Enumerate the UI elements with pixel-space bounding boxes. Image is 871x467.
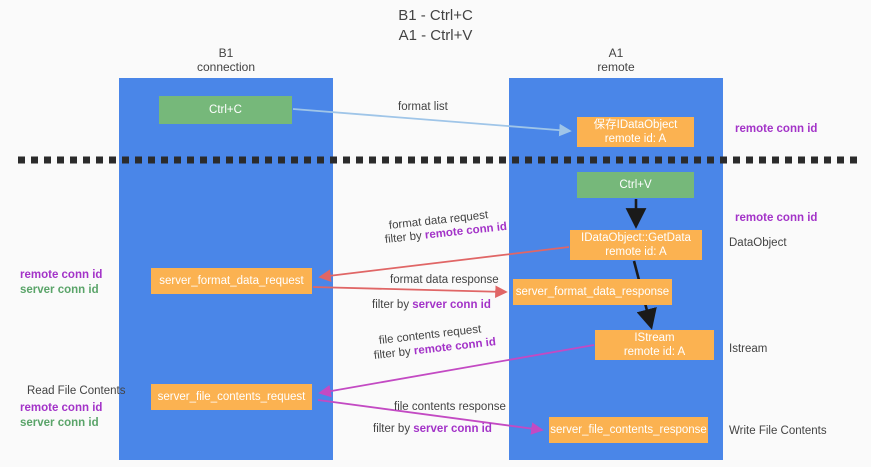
node-idataobject-getdata-text: IDataObject::GetData remote id: A bbox=[581, 231, 691, 259]
annotation-right-write-file-contents: Write File Contents bbox=[729, 425, 827, 437]
page-title-line-2: A1 - Ctrl+V bbox=[398, 27, 473, 44]
edge-label-format-data-response-filter: filter by server conn id bbox=[372, 298, 491, 313]
annotation-left-remote-conn-id-1: remote conn id bbox=[20, 269, 103, 281]
node-server-file-contents-response-label: server_file_contents_response bbox=[550, 424, 707, 436]
edge-label-file-contents-response-filter: filter by server conn id bbox=[373, 422, 492, 437]
column-title-a1-name: A1 bbox=[608, 46, 624, 60]
annotation-right-remote-conn-id-top: remote conn id bbox=[735, 123, 818, 135]
node-server-format-data-request[interactable]: server_format_data_request bbox=[151, 268, 312, 294]
annotation-left-server-conn-id-2: server conn id bbox=[20, 417, 99, 429]
filter-key-server-conn-id: server conn id bbox=[413, 423, 492, 435]
node-save-idataobject[interactable]: 保存IDataObject remote id: A bbox=[577, 117, 694, 147]
annotation-left-conn-ids-lower: remote conn id server conn id bbox=[20, 401, 102, 431]
node-ctrl-c-label: Ctrl+C bbox=[209, 104, 242, 116]
node-server-file-contents-request-label: server_file_contents_request bbox=[157, 391, 306, 403]
annotation-left-server-conn-id-1: server conn id bbox=[20, 284, 99, 296]
page-title-line-1: B1 - Ctrl+C bbox=[398, 7, 473, 24]
node-istream[interactable]: IStream remote id: A bbox=[595, 330, 714, 360]
column-title-a1-role: remote bbox=[597, 60, 635, 74]
column-title-b1-role: connection bbox=[196, 60, 256, 74]
column-title-a1: A1 remote bbox=[509, 46, 723, 74]
node-istream-text: IStream remote id: A bbox=[624, 331, 685, 359]
node-server-file-contents-response[interactable]: server_file_contents_response bbox=[549, 417, 708, 443]
column-title-b1: B1 connection bbox=[119, 46, 333, 74]
node-server-format-data-request-label: server_format_data_request bbox=[159, 275, 304, 287]
node-ctrl-v[interactable]: Ctrl+V bbox=[577, 172, 694, 198]
filter-prefix: filter by bbox=[384, 229, 426, 246]
node-ctrl-v-label: Ctrl+V bbox=[619, 179, 652, 191]
filter-prefix: filter by bbox=[373, 423, 414, 435]
annotation-right-dataobject: DataObject bbox=[729, 237, 787, 249]
annotation-left-read-file-contents: Read File Contents bbox=[27, 385, 126, 397]
node-idataobject-getdata-line-2: remote id: A bbox=[605, 246, 667, 258]
edge-label-format-data-response: format data response bbox=[390, 274, 499, 286]
column-title-b1-name: B1 bbox=[218, 46, 234, 60]
node-save-idataobject-line-2: remote id: A bbox=[604, 133, 667, 145]
node-idataobject-getdata[interactable]: IDataObject::GetData remote id: A bbox=[570, 230, 702, 260]
node-istream-line-1: IStream bbox=[634, 332, 675, 344]
annotation-left-conn-ids-upper: remote conn id server conn id bbox=[20, 268, 102, 298]
annotation-right-remote-conn-id-mid: remote conn id bbox=[735, 212, 818, 224]
node-server-file-contents-request[interactable]: server_file_contents_request bbox=[151, 384, 312, 410]
filter-key-server-conn-id: server conn id bbox=[412, 299, 491, 311]
edge-label-file-contents-response: file contents response bbox=[394, 401, 506, 413]
filter-prefix: filter by bbox=[372, 299, 413, 311]
node-save-idataobject-line-1: 保存IDataObject bbox=[593, 119, 678, 131]
node-idataobject-getdata-line-1: IDataObject::GetData bbox=[581, 232, 691, 244]
annotation-right-istream: Istream bbox=[729, 343, 768, 355]
annotation-left-remote-conn-id-2: remote conn id bbox=[20, 402, 103, 414]
edge-label-format-list: format list bbox=[398, 101, 448, 113]
node-server-format-data-response[interactable]: server_format_data_response bbox=[513, 279, 672, 305]
filter-prefix: filter by bbox=[373, 345, 415, 362]
page-title: B1 - Ctrl+C A1 - Ctrl+V bbox=[0, 6, 871, 46]
node-istream-line-2: remote id: A bbox=[623, 346, 686, 358]
node-ctrl-c[interactable]: Ctrl+C bbox=[159, 96, 292, 124]
node-save-idataobject-text: 保存IDataObject remote id: A bbox=[594, 118, 678, 146]
node-server-format-data-response-label: server_format_data_response bbox=[515, 286, 670, 298]
